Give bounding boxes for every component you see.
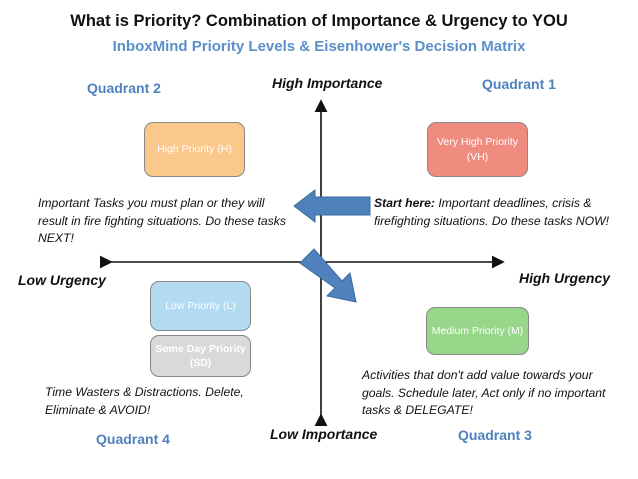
- low-priority-box: Low Priority (L): [150, 281, 251, 331]
- axis-label-low-importance: Low Importance: [270, 426, 378, 442]
- medium-priority-box: Medium Priority (M): [426, 307, 529, 355]
- start-here-label: Start here:: [374, 196, 435, 210]
- arrow-left: [293, 188, 371, 224]
- quadrant-4-label: Quadrant 4: [96, 431, 170, 447]
- page-title: What is Priority? Combination of Importa…: [70, 12, 568, 30]
- quadrant-3-label: Quadrant 3: [458, 427, 532, 443]
- axis-label-high-importance: High Importance: [272, 75, 383, 91]
- page-subtitle: InboxMind Priority Levels & Eisenhower's…: [112, 38, 526, 55]
- axis-label-high-urgency: High Urgency: [519, 270, 611, 286]
- quadrant-1-description-body: Important deadlines, crisis & firefighti…: [374, 196, 610, 228]
- very-high-priority-box: Very High Priority (VH): [427, 122, 528, 177]
- quadrant-2-description: Important Tasks you must plan or they wi…: [38, 196, 286, 246]
- axis-label-low-urgency: Low Urgency: [18, 272, 106, 288]
- high-priority-box: High Priority (H): [144, 122, 245, 177]
- arrow-diagonal: [299, 248, 357, 303]
- quadrant-4-description: Time Wasters & Distractions. Delete, Eli…: [45, 385, 244, 417]
- quadrant-2-label: Quadrant 2: [87, 80, 161, 96]
- quadrant-1-description: Start here: Important deadlines, crisis …: [374, 195, 634, 230]
- quadrant-1-label: Quadrant 1: [482, 76, 556, 92]
- some-day-priority-box: Some Day Priority (SD): [150, 335, 251, 377]
- quadrant-3-description: Activities that don't add value towards …: [362, 368, 606, 418]
